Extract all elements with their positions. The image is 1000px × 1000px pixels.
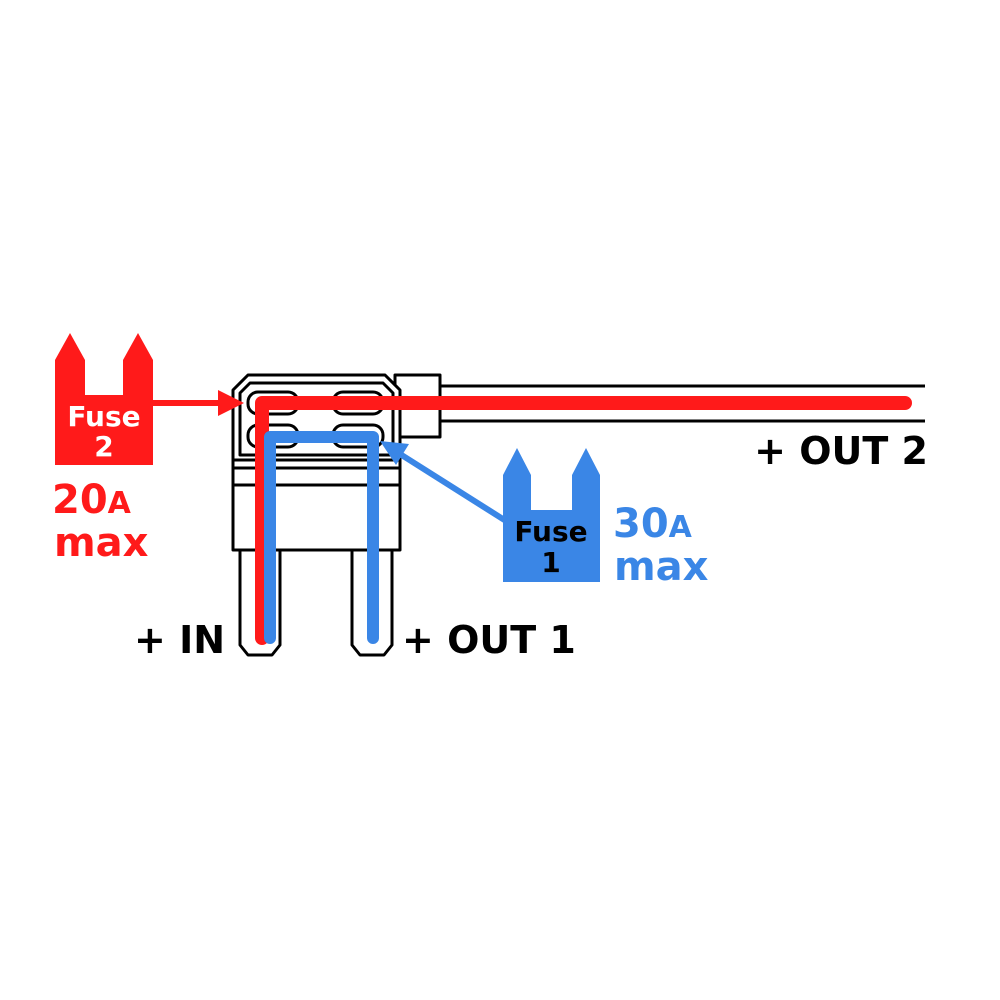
fuse2-label-line2: 2: [94, 430, 113, 463]
fuse2-icon: [55, 333, 153, 465]
fuse2-label-line1: Fuse: [67, 400, 140, 433]
fuse2-arrow-head: [218, 390, 244, 416]
in-terminal-label: + IN: [134, 618, 225, 662]
out2-terminal-label: + OUT 2: [754, 429, 928, 473]
fuse1-label-line1: Fuse: [514, 515, 587, 548]
fuse1-icon: [503, 448, 600, 582]
fuse1-rating: 30A: [613, 501, 693, 547]
fuse1-rating-unit: A: [669, 510, 693, 545]
fuse2-rating-word: max: [54, 520, 149, 566]
fuse2-current-path: [255, 396, 912, 645]
fuse1-arrow-shaft: [398, 451, 508, 524]
fuse1-current-path: [264, 431, 379, 644]
fuse1-arrow-head: [380, 441, 409, 465]
out1-terminal-label: + OUT 1: [402, 618, 576, 662]
fuse1-rating-word: max: [614, 544, 709, 590]
fuse2-rating: 20A: [52, 477, 132, 523]
fuse2-rating-unit: A: [108, 486, 132, 521]
fuse1-label-line2: 1: [541, 546, 560, 579]
fuse1-rating-value: 30: [613, 501, 669, 547]
fuse2-rating-value: 20: [52, 477, 108, 523]
